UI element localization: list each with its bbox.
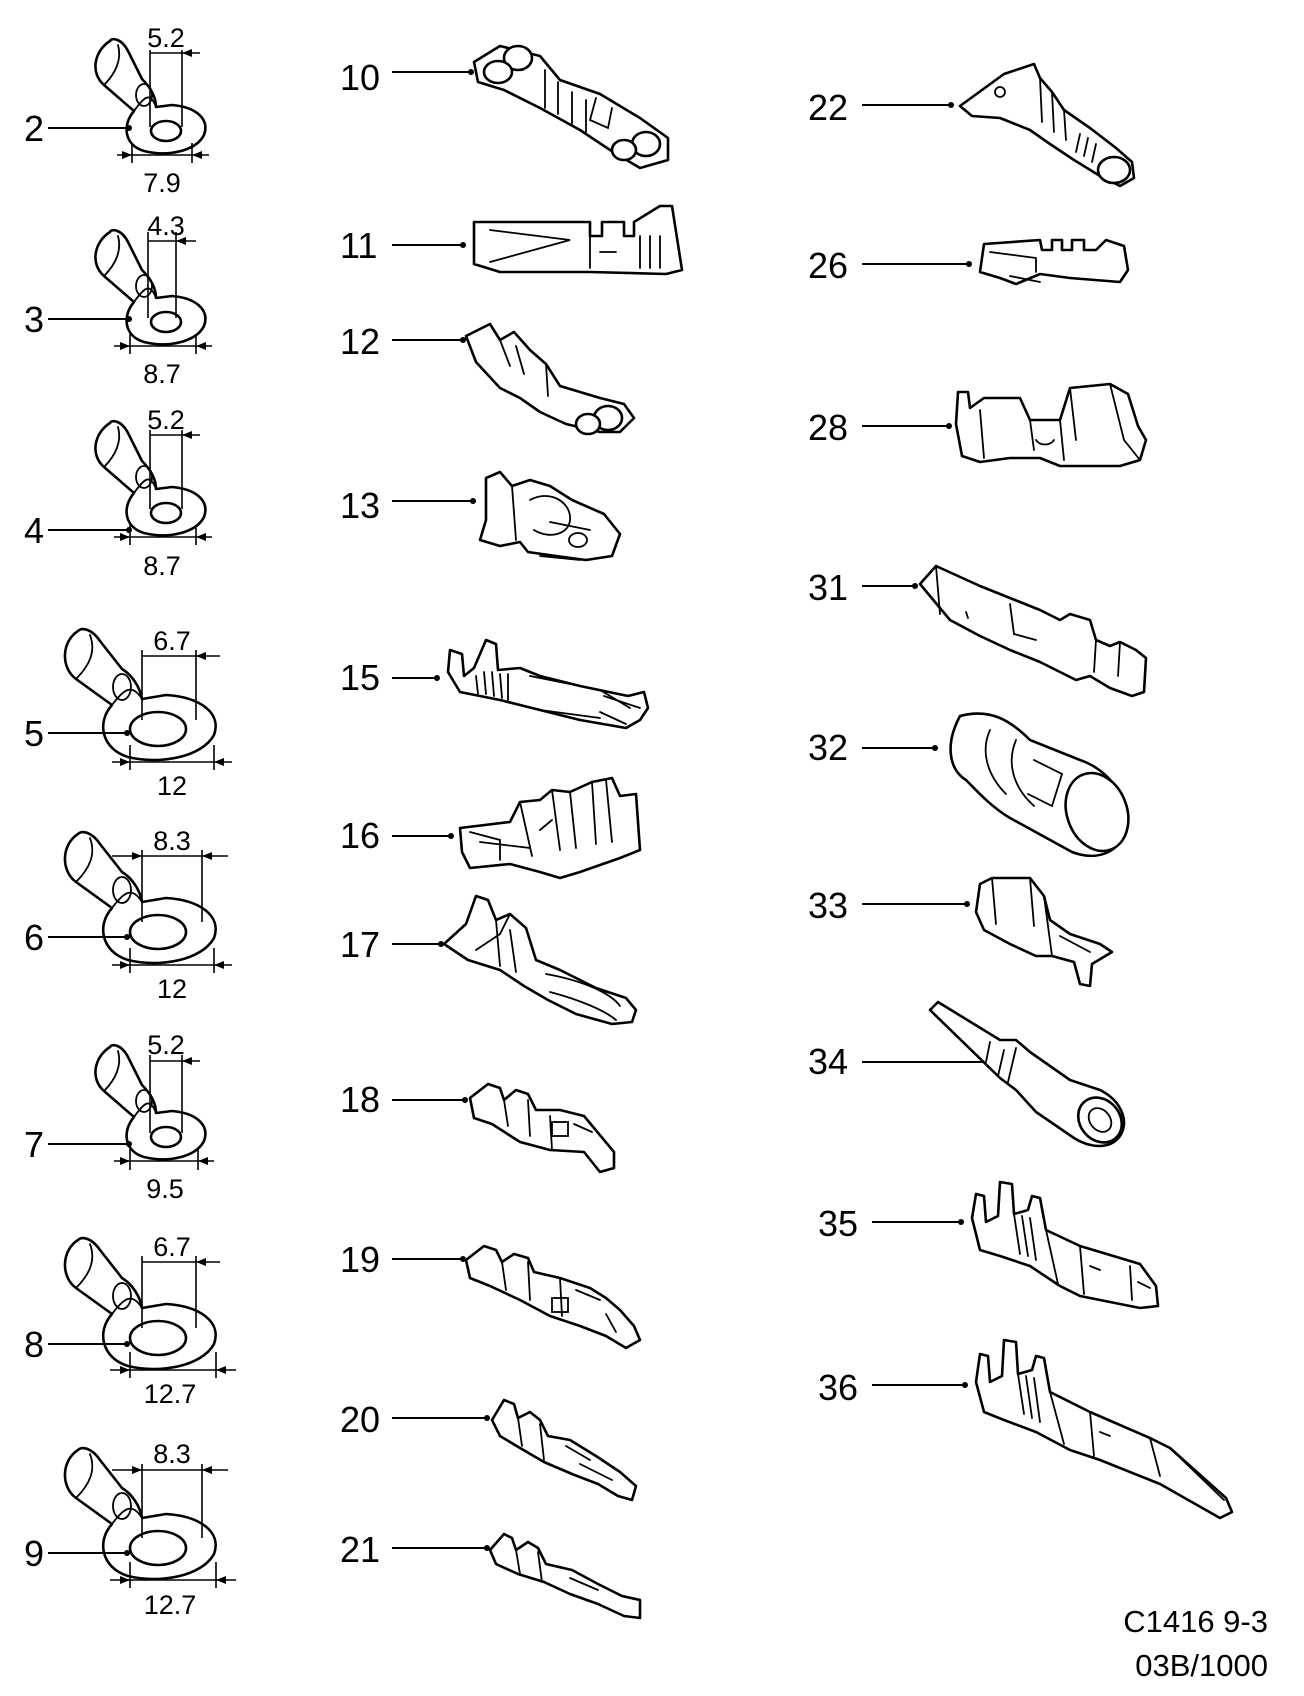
terminal-20: 20 [340,1398,638,1502]
terminal-28: 28 [808,382,1148,468]
callout-21: 21 [340,1529,380,1570]
terminal-16: 16 [340,776,642,880]
ring-terminal-7: 5.2 9.5 7 [24,1030,214,1204]
dim-inner-5: 6.7 [153,626,191,656]
callout-18: 18 [340,1079,380,1120]
dim-outer-4: 8.7 [143,551,181,581]
callout-12: 12 [340,321,380,362]
callout-34: 34 [808,1041,848,1082]
callout-5: 5 [24,713,44,754]
callout-3: 3 [24,299,44,340]
dim-outer-2: 7.9 [143,168,181,198]
terminal-15: 15 [340,638,650,730]
callout-22: 22 [808,87,848,128]
ring-terminal-4: 5.2 8.7 4 [24,405,212,581]
callout-33: 33 [808,885,848,926]
callout-32: 32 [808,727,848,768]
ring-terminal-3: 4.3 8.7 3 [24,211,212,389]
dim-inner-9: 8.3 [153,1439,191,1469]
terminal-26: 26 [808,238,1130,286]
ring-terminal-6: 8.3 12 6 [24,826,232,1004]
terminal-19: 19 [340,1239,642,1350]
callout-16: 16 [340,815,380,856]
terminal-22: 22 [808,62,1136,188]
terminal-35: 35 [818,1180,1160,1310]
callout-35: 35 [818,1203,858,1244]
dim-outer-5: 12 [157,771,187,801]
terminal-21: 21 [340,1529,642,1620]
callout-26: 26 [808,245,848,286]
callout-2: 2 [24,108,44,149]
terminal-34: 34 [808,1000,1126,1148]
dim-outer-6: 12 [157,974,187,1004]
callout-15: 15 [340,657,380,698]
ring-terminal-8: 6.7 12.7 8 [24,1232,236,1409]
ring-terminal-2: 5.2 7.9 2 [24,23,209,198]
callout-36: 36 [818,1367,858,1408]
callout-11: 11 [340,225,377,266]
dim-inner-7: 5.2 [147,1030,185,1060]
dim-inner-4: 5.2 [147,405,185,435]
dim-outer-3: 8.7 [143,359,181,389]
terminal-32: 32 [808,712,1130,858]
callout-19: 19 [340,1239,380,1280]
callout-20: 20 [340,1399,380,1440]
terminal-10: 10 [340,44,670,170]
dim-outer-9: 12.7 [144,1590,197,1620]
callout-6: 6 [24,917,44,958]
dim-inner-6: 8.3 [153,826,191,856]
terminal-33: 33 [808,876,1114,988]
dim-inner-8: 6.7 [153,1232,191,1262]
callout-31: 31 [808,567,848,608]
callout-8: 8 [24,1324,44,1365]
callout-4: 4 [24,510,44,551]
terminal-12: 12 [340,321,636,436]
callout-7: 7 [24,1124,44,1165]
terminal-11: 11 [340,204,684,276]
reference-date: 03B/1000 [1135,1648,1268,1683]
callout-13: 13 [340,485,380,526]
dim-outer-7: 9.5 [146,1174,184,1204]
terminal-18: 18 [340,1079,616,1174]
terminal-36: 36 [818,1338,1234,1520]
dim-outer-8: 12.7 [144,1379,197,1409]
dim-inner-2: 5.2 [147,23,185,53]
callout-10: 10 [340,57,380,98]
callout-17: 17 [340,924,380,965]
terminal-31: 31 [808,564,1148,698]
callout-9: 9 [24,1533,44,1574]
ring-terminal-5: 6.7 12 5 [24,626,232,801]
dim-inner-3: 4.3 [147,211,185,241]
ring-terminal-9: 8.3 12.7 9 [24,1439,236,1620]
callout-28: 28 [808,407,848,448]
terminal-13: 13 [340,470,622,562]
reference-code: C1416 9-3 [1123,1604,1268,1639]
terminal-17: 17 [340,894,638,1026]
